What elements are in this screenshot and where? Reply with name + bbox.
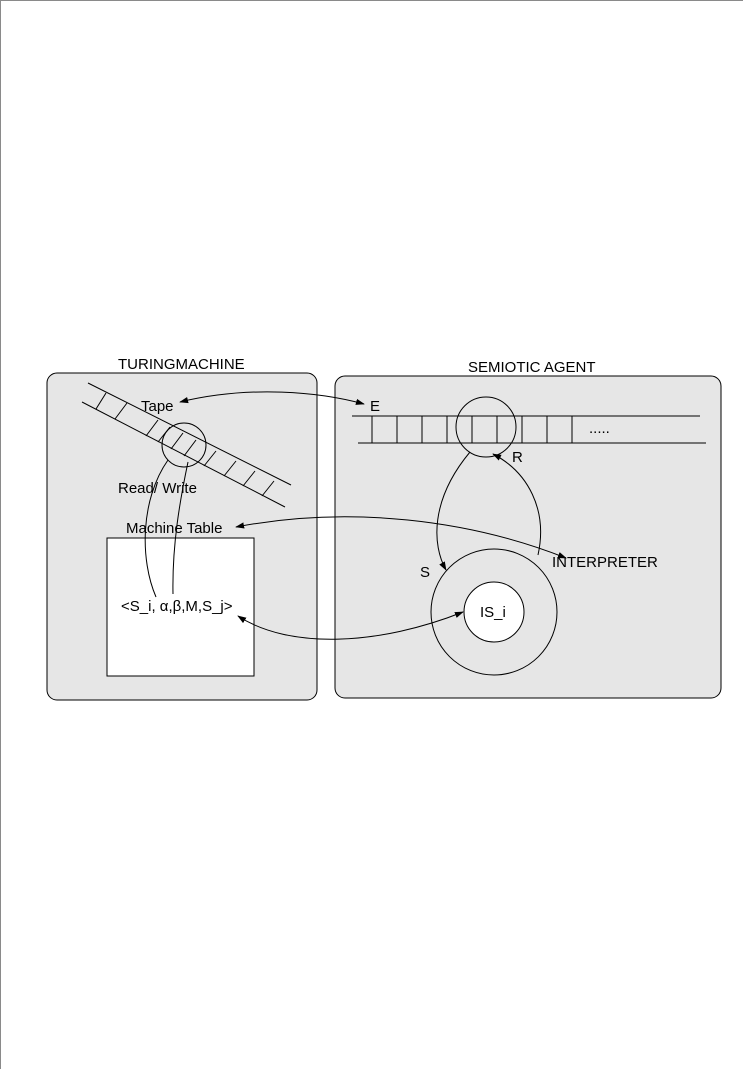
turing-machine-heading: TURINGMACHINE <box>118 356 245 373</box>
head-to-table-curve <box>144 459 169 598</box>
table-entry: <S_i, α,β,M,S_j> <box>121 598 233 615</box>
inner-state-label: IS_i <box>480 604 506 621</box>
s-label: S <box>420 564 430 581</box>
tape-cell-divider <box>223 460 237 477</box>
tape-cell-divider <box>242 470 256 487</box>
environment-label: E <box>370 398 380 415</box>
r-label: R <box>512 449 523 466</box>
semiotic-agent-panel: SEMIOTIC AGENT E ..... R S IS_i INTERPRE… <box>334 359 722 699</box>
tape-cell-divider <box>170 432 184 450</box>
tape-environment-arrow <box>179 391 365 405</box>
machine-table-label: Machine Table <box>126 520 222 537</box>
environment-tape <box>352 415 706 444</box>
sensor-circle <box>455 396 517 458</box>
tape-cell-divider <box>203 450 217 467</box>
interpreter-label: INTERPRETER <box>552 554 658 571</box>
s-arrow <box>436 451 471 571</box>
read-write-head-circle <box>161 422 207 468</box>
table-interpreter-arrow <box>235 516 567 559</box>
entry-inner-state-arrow <box>237 611 464 640</box>
tape-cell-divider <box>183 439 197 457</box>
tape-label: Tape <box>141 398 174 415</box>
tape-cell-divider <box>95 392 107 410</box>
machine-table-box <box>106 537 255 677</box>
semiotic-agent-box <box>334 375 722 699</box>
tape-ellipsis: ..... <box>589 420 610 437</box>
tape-strip <box>81 382 292 508</box>
semiotic-agent-heading: SEMIOTIC AGENT <box>468 359 596 376</box>
table-to-head-curve <box>172 461 189 595</box>
tape-cell-divider <box>114 402 128 420</box>
turing-machine-panel: TURINGMACHINE Tape Read/ Write Machine T… <box>46 356 318 701</box>
inner-state-circle <box>463 581 525 643</box>
tape-cell-divider <box>261 480 275 497</box>
tape-cell-divider <box>145 419 159 437</box>
read-write-label: Read/ Write <box>118 480 197 497</box>
